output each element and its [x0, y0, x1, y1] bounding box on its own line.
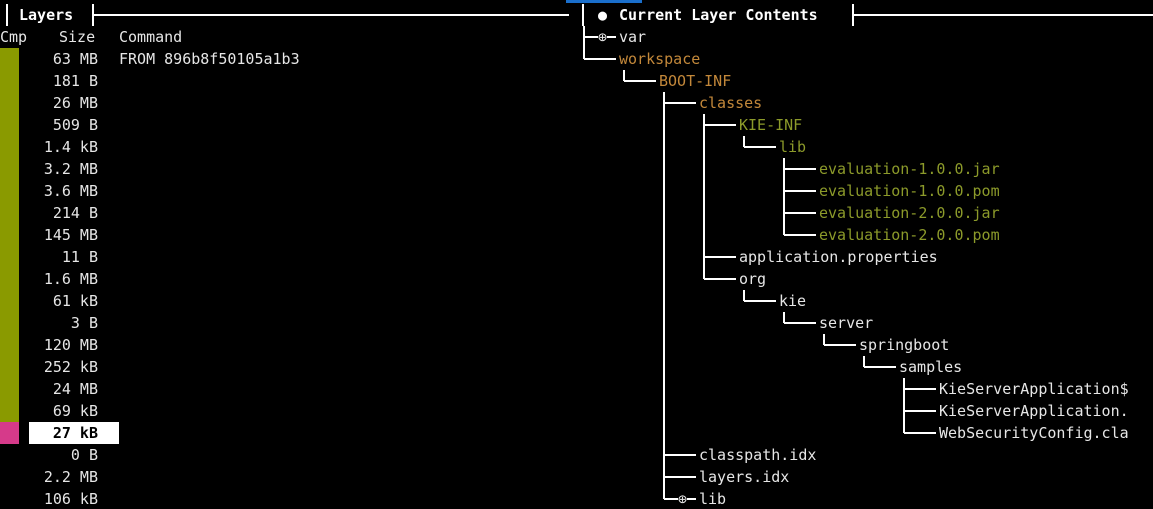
column-header-size: Size: [59, 28, 96, 46]
layer-size[interactable]: 145 MB: [43, 226, 98, 244]
cmp-indicator: [0, 400, 19, 422]
layer-size[interactable]: 27 kB: [52, 424, 98, 442]
cmp-indicator: [0, 48, 19, 70]
column-header-command: Command: [119, 28, 183, 46]
layer-size[interactable]: 61 kB: [52, 292, 98, 310]
tree-node[interactable]: application.properties: [739, 248, 938, 266]
layer-size[interactable]: 11 B: [61, 248, 98, 266]
layers-title: Layers: [19, 6, 74, 24]
layer-size[interactable]: 69 kB: [52, 402, 98, 420]
layer-command[interactable]: FROM 896b8f50105a1b3: [119, 50, 300, 68]
layer-size[interactable]: 3.6 MB: [43, 182, 98, 200]
layer-size[interactable]: 3.2 MB: [43, 160, 98, 178]
cmp-indicator: [0, 422, 19, 444]
tree-node[interactable]: KieServerApplication$: [939, 380, 1129, 398]
cmp-indicator: [0, 158, 19, 180]
tree-node[interactable]: KieServerApplication.: [939, 402, 1129, 420]
tree-node[interactable]: evaluation-1.0.0.jar: [819, 160, 1000, 178]
tree-node[interactable]: workspace: [619, 50, 701, 68]
tree-node[interactable]: KIE-INF: [739, 116, 803, 134]
layer-size[interactable]: 252 kB: [43, 358, 98, 376]
cmp-indicator: [0, 246, 19, 268]
tree-node[interactable]: lib: [699, 490, 727, 508]
cmp-indicator: [0, 136, 19, 158]
tree-node[interactable]: server: [819, 314, 874, 332]
layers-header-rule: [94, 14, 569, 16]
cmp-indicator: [0, 312, 19, 334]
tree-node[interactable]: layers.idx: [699, 468, 790, 486]
panel-focus-indicator: [566, 0, 642, 3]
tree-node[interactable]: springboot: [859, 336, 950, 354]
header-border-right: [92, 4, 94, 26]
contents-title: Current Layer Contents: [619, 6, 818, 24]
cmp-indicator: [0, 202, 19, 224]
cmp-indicator: [0, 224, 19, 246]
layer-size[interactable]: 106 kB: [43, 490, 98, 508]
tree-node[interactable]: var: [619, 28, 647, 46]
tree-node[interactable]: BOOT-INF: [659, 72, 732, 90]
bullet-icon: ●: [598, 6, 608, 24]
cmp-indicator: [0, 290, 19, 312]
layer-size[interactable]: 1.6 MB: [43, 270, 98, 288]
header-border-left: [6, 4, 8, 26]
tree-node[interactable]: evaluation-2.0.0.pom: [819, 226, 1000, 244]
layer-size[interactable]: 3 B: [70, 314, 98, 332]
collapsed-icon[interactable]: ⊕: [678, 488, 688, 509]
layer-size[interactable]: 2.2 MB: [43, 468, 98, 486]
contents-header-rule: [854, 14, 1153, 16]
cmp-indicator: [0, 70, 19, 92]
cmp-indicator: [0, 92, 19, 114]
contents-header-border-right: [852, 4, 854, 26]
layer-size[interactable]: 214 B: [52, 204, 98, 222]
cmp-indicator: [0, 114, 19, 136]
cmp-indicator: [0, 334, 19, 356]
layer-size[interactable]: 509 B: [52, 116, 98, 134]
tree-node[interactable]: WebSecurityConfig.cla: [939, 424, 1129, 442]
tree-node[interactable]: samples: [899, 358, 963, 376]
layer-size[interactable]: 63 MB: [52, 50, 98, 68]
tree-node[interactable]: evaluation-1.0.0.pom: [819, 182, 1000, 200]
cmp-indicator: [0, 268, 19, 290]
layer-size[interactable]: 120 MB: [43, 336, 98, 354]
tree-node[interactable]: evaluation-2.0.0.jar: [819, 204, 1000, 222]
layer-size[interactable]: 0 B: [70, 446, 98, 464]
layer-size[interactable]: 24 MB: [52, 380, 98, 398]
cmp-indicator: [0, 378, 19, 400]
layer-size[interactable]: 181 B: [52, 72, 98, 90]
tree-node[interactable]: lib: [779, 138, 807, 156]
tree-node[interactable]: classpath.idx: [699, 446, 817, 464]
tree-node[interactable]: classes: [699, 94, 763, 112]
cmp-indicator: [0, 356, 19, 378]
collapsed-icon[interactable]: ⊕: [598, 26, 608, 48]
contents-header-border-left: [582, 4, 584, 26]
tree-node[interactable]: kie: [779, 292, 807, 310]
selected-layer-highlight: [29, 422, 119, 444]
column-header-cmp: Cmp: [0, 28, 28, 46]
layer-size[interactable]: 1.4 kB: [43, 138, 98, 156]
layer-size[interactable]: 26 MB: [52, 94, 98, 112]
tree-node[interactable]: org: [739, 270, 767, 288]
cmp-indicator: [0, 180, 19, 202]
